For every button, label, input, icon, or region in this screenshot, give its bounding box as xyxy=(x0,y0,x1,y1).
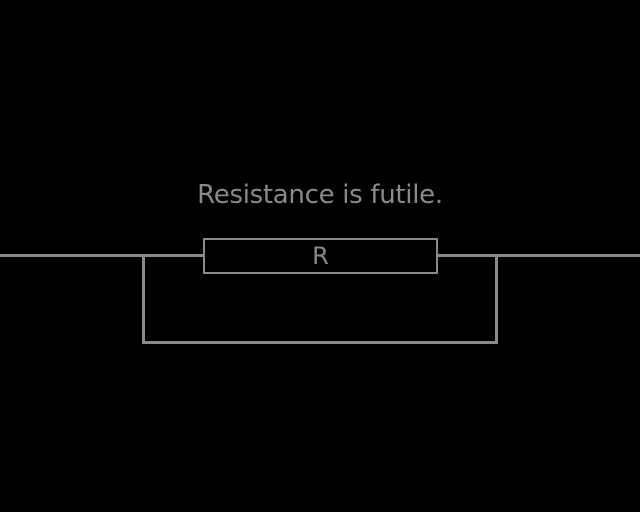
wire-left xyxy=(0,254,205,257)
wire-right xyxy=(436,254,640,257)
bypass-right-vertical xyxy=(495,254,498,344)
resistor-label: R xyxy=(312,242,329,270)
bypass-bottom-wire xyxy=(142,341,498,344)
resistor: R xyxy=(203,238,438,274)
bypass-left-vertical xyxy=(142,254,145,344)
caption: Resistance is futile. xyxy=(197,180,443,210)
